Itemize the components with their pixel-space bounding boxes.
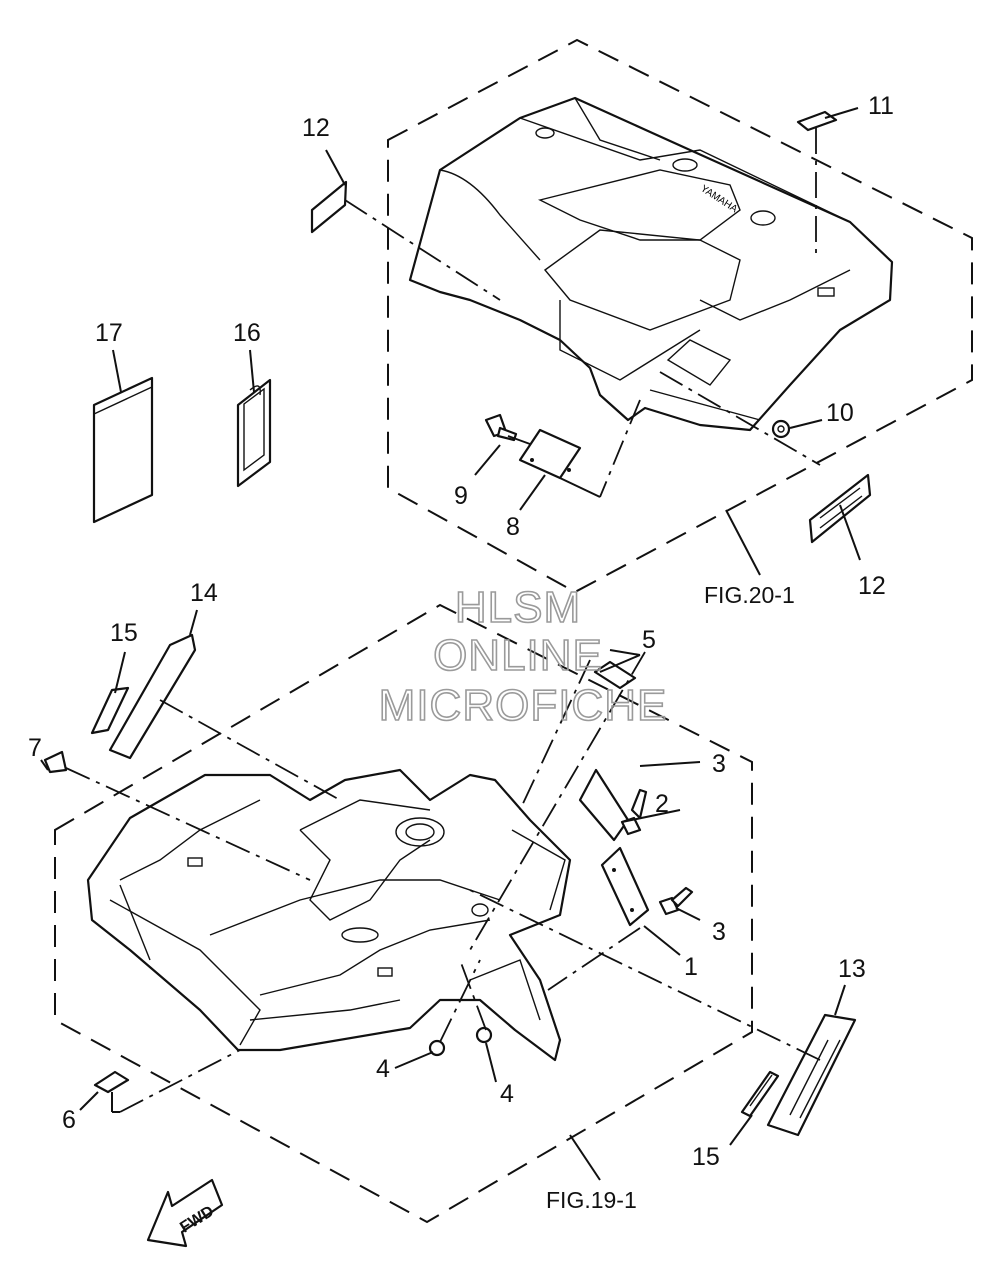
label-part-11 <box>796 110 838 132</box>
watermark-line-3: MICROFICHE <box>379 681 668 730</box>
watermark-line-1: HLSM <box>455 583 581 632</box>
washer-part-4-left <box>428 1039 446 1057</box>
decal-part-14 <box>108 633 197 760</box>
callout-10: 10 <box>826 399 854 427</box>
tag-part-16 <box>236 378 272 488</box>
rivet-part-9 <box>484 413 518 442</box>
label-part-12-top <box>310 180 348 234</box>
callout-8: 8 <box>506 513 520 541</box>
washer-part-10 <box>771 419 791 439</box>
decal-part-12-side <box>808 473 872 544</box>
callout-16: 16 <box>233 319 261 347</box>
callout-17: 17 <box>95 319 123 347</box>
callout-labels: 1 2 3 3 4 4 5 6 7 8 9 10 11 12 12 13 14 … <box>28 92 894 1213</box>
callout-12-bottom: 12 <box>858 572 886 600</box>
plate-part-1 <box>600 846 650 927</box>
callout-14: 14 <box>190 579 218 607</box>
front-fender <box>86 768 572 1062</box>
callout-5: 5 <box>642 626 656 654</box>
callout-3-bottom: 3 <box>712 918 726 946</box>
decal-part-15-right <box>740 1070 780 1118</box>
callout-11: 11 <box>868 92 894 120</box>
watermark: HLSM ONLINE MICROFICHE <box>378 582 668 731</box>
fwd-arrow: FWD <box>146 1178 224 1248</box>
callout-1: 1 <box>684 953 698 981</box>
rivet-part-3-bottom <box>658 886 694 916</box>
label-part-5 <box>593 660 637 690</box>
callout-4-right: 4 <box>500 1080 514 1108</box>
plate-part-8 <box>518 428 582 480</box>
callout-13: 13 <box>838 955 866 983</box>
callout-3-top: 3 <box>712 750 726 778</box>
watermark-line-2: ONLINE <box>433 631 603 680</box>
clip-part-7 <box>43 750 68 774</box>
callout-2: 2 <box>655 790 669 818</box>
callout-12-top: 12 <box>302 114 330 142</box>
callout-7: 7 <box>28 734 42 762</box>
decal-part-13 <box>766 1013 857 1137</box>
rear-fender-group: YAMAHA <box>387 38 973 594</box>
rivet-part-3-top <box>620 788 648 836</box>
callout-15-right: 15 <box>692 1143 720 1171</box>
callout-15-left: 15 <box>110 619 138 647</box>
plate-part-2 <box>578 768 630 842</box>
reference-front-fender: FIG.19-1 <box>546 1187 637 1213</box>
label-part-6 <box>93 1070 130 1094</box>
manual-part-17 <box>92 376 154 524</box>
reference-rear-fender: FIG.20-1 <box>704 582 795 608</box>
washer-part-4-right <box>475 1026 493 1044</box>
callout-6: 6 <box>62 1106 76 1134</box>
front-fender-group <box>54 603 753 1224</box>
rear-fender <box>408 96 894 432</box>
callout-4-left: 4 <box>376 1055 390 1083</box>
leader-lines <box>40 107 861 1181</box>
callout-9: 9 <box>454 482 468 510</box>
decal-part-15-left <box>90 686 130 735</box>
